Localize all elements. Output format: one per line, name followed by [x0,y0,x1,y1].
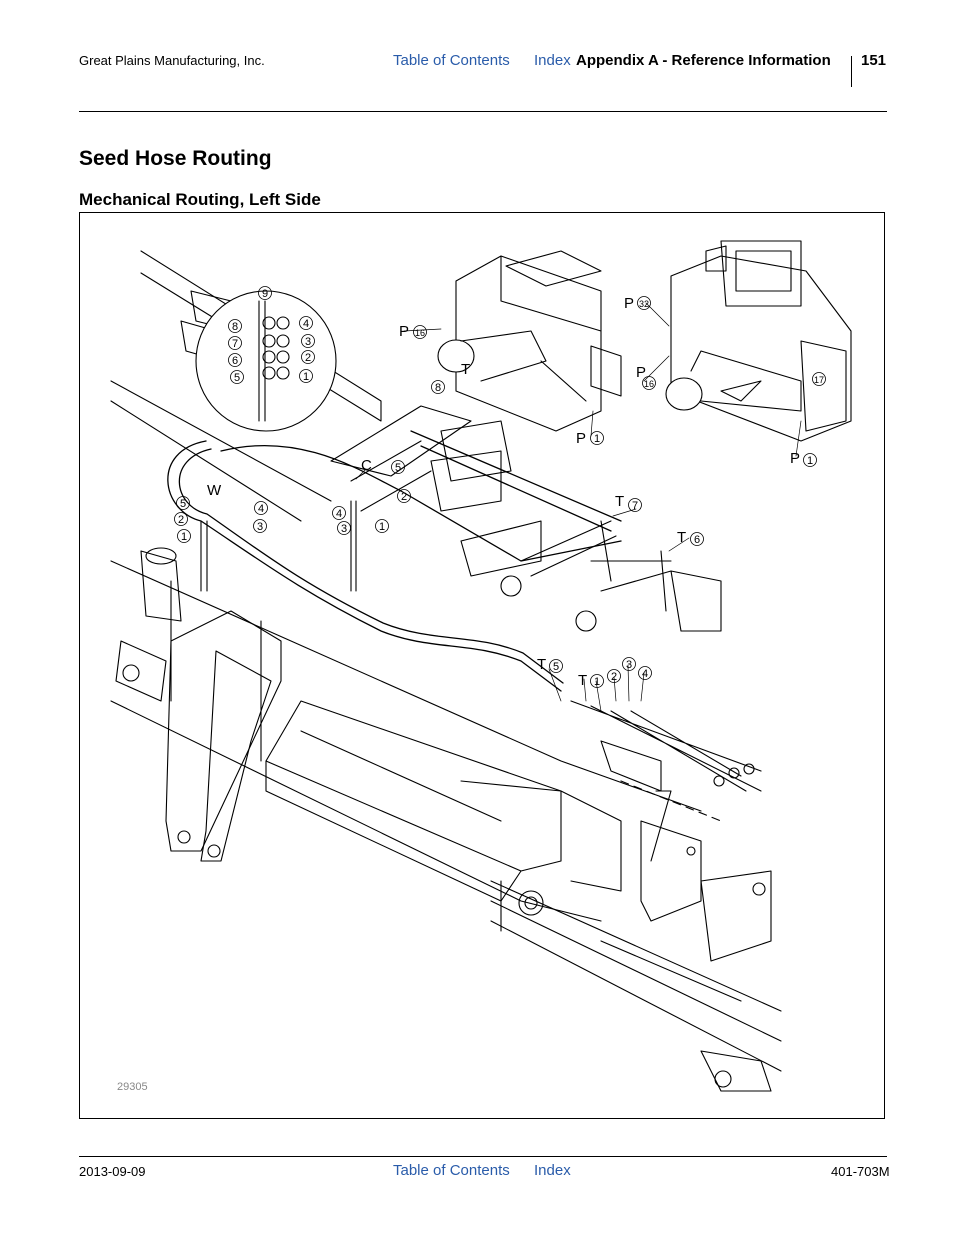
header-toc-link[interactable]: Table of Contents [393,52,510,69]
company-name: Great Plains Manufacturing, Inc. [79,53,265,68]
callout-p1b-letter: P [790,450,800,467]
callout-w4: 4 [258,503,264,515]
callout-w1: 1 [181,531,187,543]
callout-c3: 3 [341,523,347,535]
callout-17: 17 [814,375,824,385]
callout-t5-num: 5 [553,661,559,673]
callout-c8: 8 [435,382,441,394]
meter-box-left [437,250,622,432]
section-subtitle: Mechanical Routing, Left Side [79,190,321,209]
main-callouts: P 16 T 8 P 1 C 5 2 4 3 1 W 5 4 2 3 1 T 7… [174,295,826,689]
callout-p16b-letter: P [636,364,646,381]
callout-r3: 3 [626,659,632,671]
callout-w2: 2 [178,514,184,526]
callout-w-letter: W [207,482,222,499]
header-rule [79,111,887,112]
hitch-box [430,420,722,632]
callout-c-letter: C [361,457,372,474]
routing-diagram: 9 8 7 6 5 4 3 2 1 P 16 T 8 P 1 C 5 2 4 3… [79,212,885,1119]
seed-hose [167,430,622,692]
callout-t6-num: 6 [694,534,700,546]
callout-t1-num: 1 [594,676,600,688]
callout-t7-num: 7 [632,500,638,512]
callout-p32-num: 32 [639,299,649,309]
footer-rule [79,1156,887,1157]
callout-c4: 4 [336,508,342,520]
meter-box-right [665,240,852,442]
tube-assembly [200,405,472,592]
mount-plates [640,790,772,962]
callout-inset-5: 5 [234,372,240,384]
callout-t5-letter: T [537,656,546,673]
callout-c5: 5 [395,462,401,474]
callout-t7-letter: T [615,493,624,510]
main-beam [110,560,782,1092]
callout-t6-letter: T [677,529,686,546]
callout-inset-6: 6 [232,355,238,367]
footer-toc-link[interactable]: Table of Contents [393,1162,510,1179]
callout-inset-9: 9 [262,288,268,300]
callout-inset-2: 2 [305,352,311,364]
callout-p16b-num: 16 [644,379,654,389]
machine-drawing: 9 8 7 6 5 4 3 2 1 P 16 T 8 P 1 C 5 2 4 3… [110,240,852,1092]
footer-date: 2013-09-09 [79,1164,146,1179]
callout-inset-8: 8 [232,321,238,333]
callout-w5: 5 [180,498,186,510]
lift-arms [115,547,282,862]
page-number: 151 [861,52,887,69]
leader-lines [355,302,802,712]
figure-number: 29305 [117,1081,148,1093]
callout-r4: 4 [642,668,648,680]
callout-p1-letter: P [576,430,586,447]
page-title: Seed Hose Routing [79,147,272,170]
inset-callouts: 9 8 7 6 5 4 3 2 1 [228,286,315,384]
document-number: 401-703M [831,1164,890,1179]
callout-c1: 1 [379,521,385,533]
callout-p16-num: 16 [415,328,425,338]
header-divider [851,56,852,87]
manifolds [500,520,672,632]
callout-inset-7: 7 [232,338,238,350]
footer-index-link[interactable]: Index [534,1162,571,1179]
callout-p32-letter: P [624,295,634,312]
callout-inset-4: 4 [303,318,309,330]
section-title: Appendix A - Reference Information [576,52,831,69]
callout-p1-num: 1 [594,433,600,445]
callout-inset-1: 1 [303,371,309,383]
callout-w3: 3 [257,521,263,533]
inset-detail [195,290,337,432]
callout-inset-3: 3 [305,336,311,348]
callout-t1-letter: T [578,672,587,689]
callout-r2: 2 [611,671,617,683]
header-index-link[interactable]: Index [534,52,571,69]
hose-bundle [570,700,762,822]
callout-c2: 2 [401,491,407,503]
callout-t-letter: T [461,361,470,378]
callout-p1b-num: 1 [807,455,813,467]
callout-p16-letter: P [399,323,409,340]
